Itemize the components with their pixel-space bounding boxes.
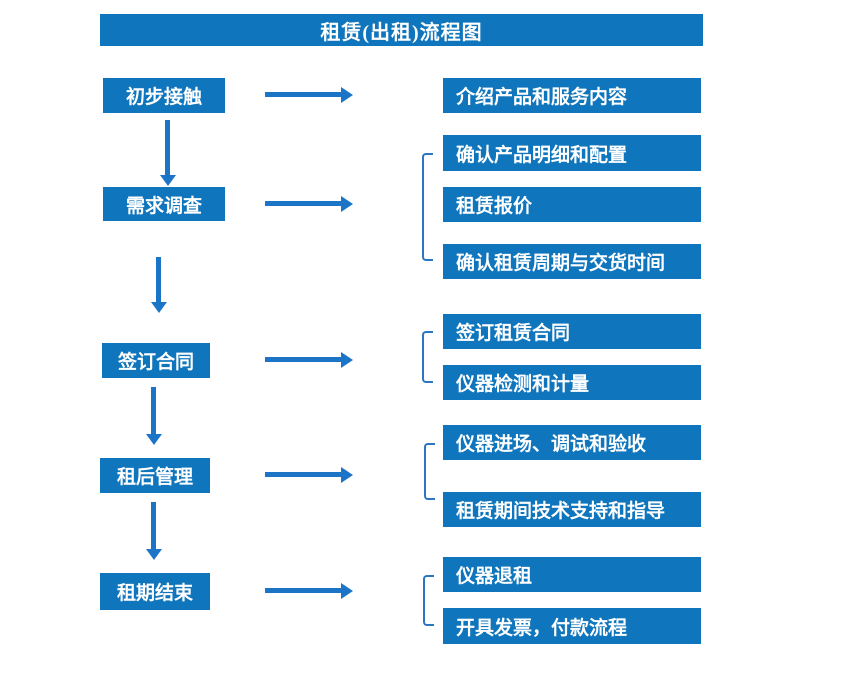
arrow-head: [160, 175, 176, 186]
right-arrow-icon: [265, 467, 353, 483]
arrow-head: [146, 549, 162, 560]
arrow-shaft: [165, 120, 170, 176]
arrow-head: [341, 196, 353, 212]
arrow-shaft: [151, 502, 156, 550]
arrow-shaft: [156, 257, 161, 303]
arrow-shaft: [265, 588, 342, 593]
step-box-demand-survey: 需求调查: [103, 187, 225, 221]
arrow-shaft: [265, 357, 342, 362]
down-arrow-icon: [146, 502, 162, 560]
flowchart-title: 租赁(出租)流程图: [100, 14, 703, 46]
arrow-head: [341, 467, 353, 483]
detail-box-invoice-payment: 开具发票，付款流程: [443, 608, 701, 644]
detail-box-confirm-period-delivery: 确认租赁周期与交货时间: [443, 244, 701, 279]
down-arrow-icon: [151, 257, 167, 313]
bracket: [424, 443, 435, 500]
step-box-post-rental-management: 租后管理: [100, 458, 210, 493]
step-box-initial-contact: 初步接触: [103, 78, 225, 113]
arrow-shaft: [265, 201, 342, 206]
right-arrow-icon: [265, 583, 353, 599]
down-arrow-icon: [160, 120, 176, 186]
detail-box-confirm-product-config: 确认产品明细和配置: [443, 135, 701, 171]
step-box-rental-end: 租期结束: [100, 573, 210, 610]
arrow-head: [341, 352, 353, 368]
arrow-shaft: [265, 92, 342, 97]
right-arrow-icon: [265, 196, 353, 212]
bracket: [423, 575, 434, 626]
right-arrow-icon: [265, 352, 353, 368]
detail-box-instrument-entry-acceptance: 仪器进场、调试和验收: [443, 425, 701, 460]
detail-box-instrument-return: 仪器退租: [443, 557, 701, 592]
detail-box-introduce-products: 介绍产品和服务内容: [443, 78, 701, 113]
arrow-head: [341, 87, 353, 103]
arrow-shaft: [151, 387, 156, 435]
detail-box-sign-rental-contract: 签订租赁合同: [443, 314, 701, 349]
bracket: [422, 153, 433, 261]
detail-box-rental-quotation: 租赁报价: [443, 187, 701, 222]
detail-box-instrument-testing: 仪器检测和计量: [443, 365, 701, 400]
right-arrow-icon: [265, 87, 353, 103]
step-box-sign-contract: 签订合同: [102, 343, 210, 378]
bracket: [422, 331, 433, 383]
down-arrow-icon: [146, 387, 162, 445]
arrow-shaft: [265, 472, 342, 477]
arrow-head: [151, 302, 167, 313]
detail-box-technical-support: 租赁期间技术支持和指导: [443, 492, 701, 527]
arrow-head: [341, 583, 353, 599]
arrow-head: [146, 434, 162, 445]
